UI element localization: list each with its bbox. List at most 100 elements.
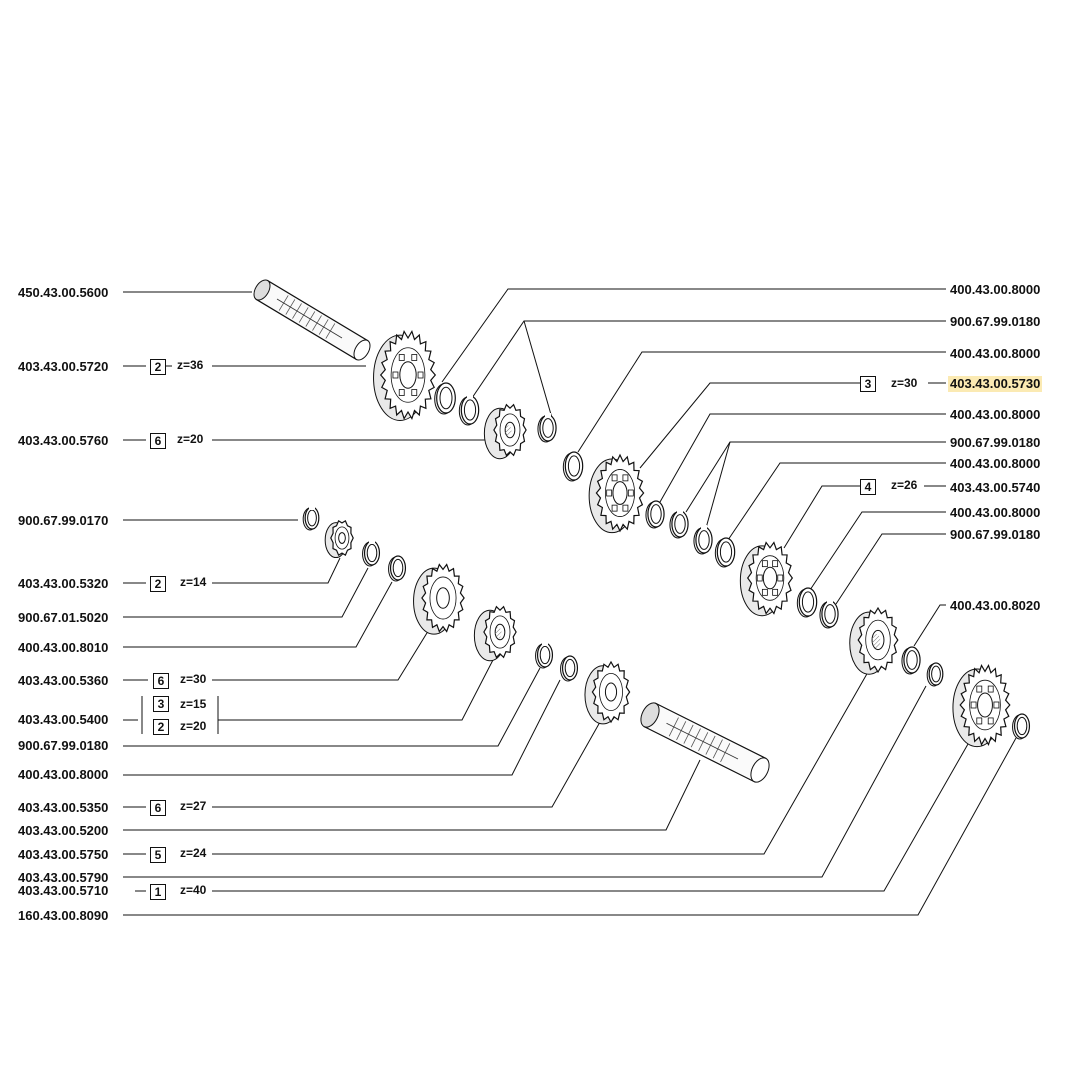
label-right-8000-c[interactable]: 400.43.00.8000 [950, 407, 1041, 422]
teeth-gear-5320: z=14 [180, 575, 207, 589]
washer-upper-4 [714, 537, 736, 568]
label-right-8000-e[interactable]: 400.43.00.8000 [950, 505, 1041, 520]
group-box-gear-5400-b: 2 [153, 719, 169, 735]
washer-upper-1 [434, 382, 456, 415]
leader-line [123, 737, 1017, 916]
needle-bearing [926, 662, 944, 687]
label-ring-0170[interactable]: 900.67.99.0170 [18, 513, 109, 528]
teeth-gear-5710: z=40 [180, 883, 207, 897]
leader-line [123, 679, 561, 776]
leader-line [218, 657, 495, 721]
leader-line [123, 567, 369, 618]
label-ring-5020[interactable]: 900.67.01.5020 [18, 610, 109, 625]
label-gear-5760[interactable]: 403.43.00.5760 [18, 433, 109, 448]
label-gear-5320[interactable]: 403.43.00.5320 [18, 576, 109, 591]
group-box-gear-5720: 2 [150, 359, 166, 375]
label-right-5740[interactable]: 403.43.00.5740 [950, 480, 1041, 495]
gear-z30 [588, 453, 645, 534]
label-ring-0180-left[interactable]: 900.67.99.0180 [18, 738, 109, 753]
group-box-gear-5710: 1 [150, 884, 166, 900]
washer-upper-6 [901, 646, 921, 675]
snap-ring-lower-1 [302, 505, 320, 531]
group-box-gear-5320: 2 [150, 576, 166, 592]
washer-upper-3 [645, 500, 665, 529]
gear-z30-lower [413, 563, 465, 635]
leader-line [212, 721, 601, 808]
parts-layer [253, 279, 1031, 783]
label-right-0180-c[interactable]: 900.67.99.0180 [950, 527, 1041, 542]
leader-line [523, 320, 553, 419]
leader-line [727, 462, 946, 541]
label-washer-8090[interactable]: 160.43.00.8090 [18, 908, 109, 923]
label-gear-5710[interactable]: 403.43.00.5710 [18, 883, 109, 898]
teeth-gear-5360: z=30 [180, 672, 207, 686]
label-right-0180-b[interactable]: 900.67.99.0180 [950, 435, 1041, 450]
group-box-gear-5400-a: 3 [153, 696, 169, 712]
label-right-8000-b[interactable]: 400.43.00.8000 [950, 346, 1041, 361]
snap-ring-lower-3 [535, 641, 554, 669]
label-right-5730[interactable]: 403.43.00.5730 [948, 376, 1043, 392]
label-shaft-450[interactable]: 450.43.00.5600 [18, 285, 109, 300]
group-box-gear-5750: 5 [150, 847, 166, 863]
label-right-8000-a[interactable]: 400.43.00.8000 [950, 282, 1041, 297]
washer-upper-2 [562, 451, 584, 482]
washer-160 [1012, 713, 1031, 740]
input-shaft [253, 279, 371, 361]
leader-line [685, 441, 946, 513]
leader-line [809, 511, 946, 591]
leader-line [123, 667, 541, 747]
label-gear-5360[interactable]: 403.43.00.5360 [18, 673, 109, 688]
leader-line [659, 413, 946, 503]
group-box-gear-5350: 6 [150, 800, 166, 816]
snap-ring-upper-4 [693, 525, 713, 555]
label-gear-5720[interactable]: 403.43.00.5720 [18, 359, 109, 374]
gear-z15-z20 [473, 605, 517, 662]
snap-ring-upper-3 [669, 509, 689, 539]
snap-ring-lower-2 [362, 539, 381, 567]
gear-z20-upper [483, 403, 527, 460]
teeth-gear-5760: z=20 [177, 432, 204, 446]
teeth-right-5730: z=30 [891, 376, 918, 390]
leader-line [123, 581, 393, 648]
teeth-gear-5750: z=24 [180, 846, 207, 860]
leader-line [835, 533, 946, 605]
teeth-gear-5350: z=27 [180, 799, 207, 813]
group-box-gear-5760: 6 [150, 433, 166, 449]
label-gear-5400[interactable]: 403.43.00.5400 [18, 712, 109, 727]
snap-ring-upper-2 [537, 413, 557, 443]
label-right-8020[interactable]: 400.43.00.8020 [950, 598, 1041, 613]
washer-upper-5 [796, 587, 818, 618]
leader-line [441, 288, 946, 383]
label-gear-5350[interactable]: 403.43.00.5350 [18, 800, 109, 815]
snap-ring-upper-1 [458, 394, 480, 426]
group-box-right-5730: 3 [860, 376, 876, 392]
label-washer-8010[interactable]: 400.43.00.8010 [18, 640, 109, 655]
leader-line [212, 557, 341, 584]
gear-z14 [324, 520, 354, 559]
label-gear-5750[interactable]: 403.43.00.5750 [18, 847, 109, 862]
washer-lower-2 [560, 655, 579, 682]
leader-line [577, 351, 946, 453]
teeth-gear-5400-b: z=20 [180, 719, 207, 733]
leader-line [783, 485, 876, 549]
label-washer-8000-left[interactable]: 400.43.00.8000 [18, 767, 109, 782]
teeth-gear-5720: z=36 [177, 358, 204, 372]
leader-line [123, 685, 927, 878]
label-part-5790[interactable]: 403.43.00.5790 [18, 870, 109, 885]
leader-line [212, 743, 969, 892]
label-right-0180-a[interactable]: 900.67.99.0180 [950, 314, 1041, 329]
label-shaft-5200[interactable]: 403.43.00.5200 [18, 823, 109, 838]
gear-z40 [952, 663, 1011, 748]
label-right-8000-d[interactable]: 400.43.00.8000 [950, 456, 1041, 471]
leader-line [212, 671, 869, 855]
gear-z24 [849, 606, 899, 675]
teeth-right-5740: z=26 [891, 478, 918, 492]
leader-line [123, 759, 701, 831]
output-shaft [640, 702, 770, 783]
group-box-right-5740: 4 [860, 479, 876, 495]
gear-z27 [584, 660, 631, 725]
leader-line [212, 627, 431, 681]
group-box-gear-5360: 6 [153, 673, 169, 689]
